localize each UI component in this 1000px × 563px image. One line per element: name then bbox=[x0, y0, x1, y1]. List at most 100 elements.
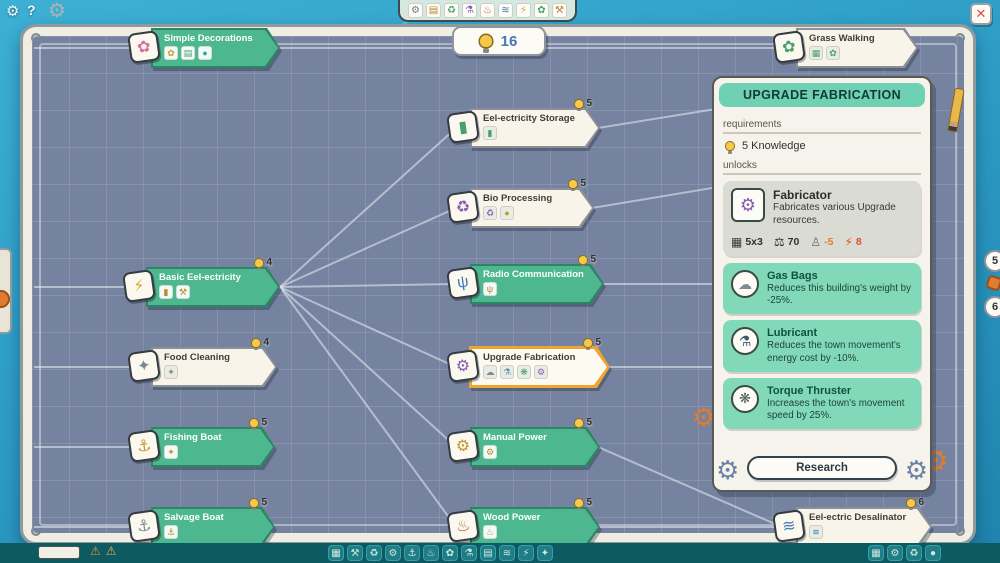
tech-node-simple-decorations[interactable]: ✿Simple Decorations✿▤● bbox=[127, 30, 278, 70]
gear-icon[interactable]: ⚙ bbox=[887, 545, 903, 561]
screen-edge-badge-6[interactable]: 6 bbox=[984, 296, 1000, 318]
fish-icon: ✦ bbox=[164, 445, 178, 459]
antenna-building-icon: ψ bbox=[446, 266, 480, 300]
screen-edge-gear bbox=[985, 274, 1000, 292]
battery-icon: ▮ bbox=[483, 126, 497, 140]
knowledge-bulb-icon bbox=[249, 417, 260, 430]
science-menu-icon[interactable]: ⚗ bbox=[461, 545, 477, 561]
energy-resource-icon[interactable]: ⚡ bbox=[516, 2, 531, 18]
settings-gear-icon[interactable]: ⚙ bbox=[6, 3, 20, 20]
plastic-resource-icon[interactable]: ♻ bbox=[444, 2, 459, 18]
tech-node-eel-ectricity-storage[interactable]: ▮Eel-ectricity Storage▮5 bbox=[446, 98, 598, 150]
plants-resource-icon[interactable]: ✿ bbox=[534, 2, 549, 18]
building-name: Fabricator bbox=[773, 188, 832, 202]
tech-node-title: Eel-ectric Desalinator bbox=[809, 512, 907, 523]
grid-icon: ▦ bbox=[731, 235, 743, 249]
build-menu-icon[interactable]: ▦ bbox=[328, 545, 344, 561]
tools-resource-icon[interactable]: ⚒ bbox=[552, 2, 567, 18]
knowledge-bulb-icon bbox=[251, 337, 262, 350]
energy-menu-icon[interactable]: ⚡ bbox=[518, 545, 534, 561]
tech-node-manual-power[interactable]: ⚙Manual Power⚙5 bbox=[446, 417, 598, 469]
antenna-icon: ψ bbox=[483, 282, 497, 296]
tech-node-title: Upgrade Fabrication bbox=[483, 352, 576, 363]
fabricator-card[interactable]: ⚙ Fabricator Fabricates various Upgrade … bbox=[723, 181, 921, 256]
knowledge-bulb-icon bbox=[578, 254, 589, 267]
close-icon[interactable]: ✕ bbox=[970, 3, 992, 25]
fire-resource-icon[interactable]: ♨ bbox=[480, 2, 495, 18]
plants-menu-icon[interactable]: ✿ bbox=[442, 545, 458, 561]
fabricator-icon: ⚙ bbox=[534, 365, 548, 379]
marker-icon[interactable]: ● bbox=[925, 545, 941, 561]
gas-bags-icon: ☁ bbox=[731, 270, 759, 298]
boats-menu-icon[interactable]: ⚓ bbox=[404, 545, 420, 561]
tech-node-bio-processing[interactable]: ♻Bio Processing♻●5 bbox=[446, 178, 592, 230]
water-menu-icon[interactable]: ≋ bbox=[499, 545, 515, 561]
tools-menu-icon[interactable]: ⚒ bbox=[347, 545, 363, 561]
knowledge-bulb-icon bbox=[574, 417, 585, 430]
alert-icon[interactable]: ⚠ bbox=[105, 544, 117, 558]
rug-icon: ▤ bbox=[181, 46, 195, 60]
propeller-icon: ❋ bbox=[517, 365, 531, 379]
cost-badge: 4 bbox=[254, 257, 272, 270]
tech-node-wood-power[interactable]: ♨Wood Power♨5 bbox=[446, 497, 598, 549]
tech-node-food-cleaning[interactable]: ✦Food Cleaning✦4 bbox=[127, 337, 275, 389]
tech-node-title: Food Cleaning bbox=[164, 352, 230, 363]
taskbar-chip[interactable] bbox=[38, 546, 80, 559]
knowledge-bulb-icon bbox=[478, 33, 494, 53]
hook-icon: ⚓ bbox=[164, 525, 178, 539]
water-icon: ≋ bbox=[809, 525, 823, 539]
research-button[interactable]: Research bbox=[747, 456, 897, 480]
tech-node-eel-ectric-desalinator[interactable]: ≋Eel-ectric Desalinator≋6 bbox=[772, 497, 930, 549]
screen-edge-badge-5[interactable]: 5 bbox=[984, 250, 1000, 272]
taskbar-warnings: ⚠⚠ bbox=[90, 544, 117, 558]
cost-badge: 5 bbox=[578, 254, 596, 267]
map-icon[interactable]: ▦ bbox=[868, 545, 884, 561]
crank-building-icon: ⚙ bbox=[446, 429, 480, 463]
drudger-icon: ♙ bbox=[810, 235, 822, 249]
upgrade-description: Increases the town's movement speed by 2… bbox=[767, 397, 905, 422]
alert-icon[interactable]: ⚠ bbox=[90, 544, 101, 558]
help-icon[interactable]: ? bbox=[27, 2, 36, 18]
taskbar-center-icons: ▦⚒♻⚙⚓♨✿⚗▤≋⚡✦ bbox=[328, 545, 553, 561]
cost-badge: 5 bbox=[574, 497, 592, 510]
unlocks-label: unlocks bbox=[723, 160, 921, 175]
misc-menu-icon[interactable]: ✦ bbox=[537, 545, 553, 561]
recycle-menu-icon[interactable]: ♻ bbox=[366, 545, 382, 561]
tech-node-title: Eel-ectricity Storage bbox=[483, 113, 575, 124]
tech-node-basic-eel-ectricity[interactable]: ⚡Basic Eel-ectricity▮⚒4 bbox=[122, 257, 278, 309]
tech-node-fishing-boat[interactable]: ⚓Fishing Boat✦5 bbox=[127, 417, 273, 469]
cost-badge: 5 bbox=[568, 178, 586, 191]
knowledge-count: 16 bbox=[500, 32, 518, 50]
water-resource-icon[interactable]: ≋ bbox=[498, 2, 513, 18]
storage-menu-icon[interactable]: ▤ bbox=[480, 545, 496, 561]
energy-stat: ⚡8 bbox=[844, 235, 862, 249]
metal-resource-icon[interactable]: ⚙ bbox=[408, 2, 423, 18]
tech-node-title: Bio Processing bbox=[483, 193, 553, 204]
knowledge-bulb-icon bbox=[574, 497, 585, 510]
settings-menu-icon[interactable]: ⚙ bbox=[385, 545, 401, 561]
tech-node-upgrade-fabrication[interactable]: ⚙Upgrade Fabrication☁⚗❋⚙5 bbox=[446, 337, 607, 389]
battery-icon: ▮ bbox=[159, 285, 173, 299]
torque-thruster-icon: ❋ bbox=[731, 384, 759, 413]
tech-node-grass-walking[interactable]: ✿Grass Walking▦✿ bbox=[772, 30, 916, 70]
chemical-resource-icon[interactable]: ⚗ bbox=[462, 2, 477, 18]
sprout-icon: ✿ bbox=[826, 46, 840, 60]
wood-resource-icon[interactable]: ▤ bbox=[426, 2, 441, 18]
wood-power-building-icon: ♨ bbox=[446, 509, 480, 543]
eel-building-icon: ⚡ bbox=[122, 269, 156, 303]
energy-icon: ⚡ bbox=[844, 235, 853, 249]
knowledge-bulb-icon bbox=[583, 337, 594, 350]
tech-node-title: Grass Walking bbox=[809, 33, 875, 44]
bio-building-icon: ♻ bbox=[446, 190, 480, 224]
tech-node-salvage-boat[interactable]: ⚓Salvage Boat⚓5 bbox=[127, 497, 273, 549]
recycle-icon[interactable]: ♻ bbox=[906, 545, 922, 561]
tech-node-title: Radio Communication bbox=[483, 269, 584, 280]
decorations-building-icon: ✿ bbox=[127, 30, 161, 64]
knowledge-bulb-icon bbox=[568, 178, 579, 191]
power-menu-icon[interactable]: ♨ bbox=[423, 545, 439, 561]
storage-building-icon: ▮ bbox=[446, 110, 480, 144]
